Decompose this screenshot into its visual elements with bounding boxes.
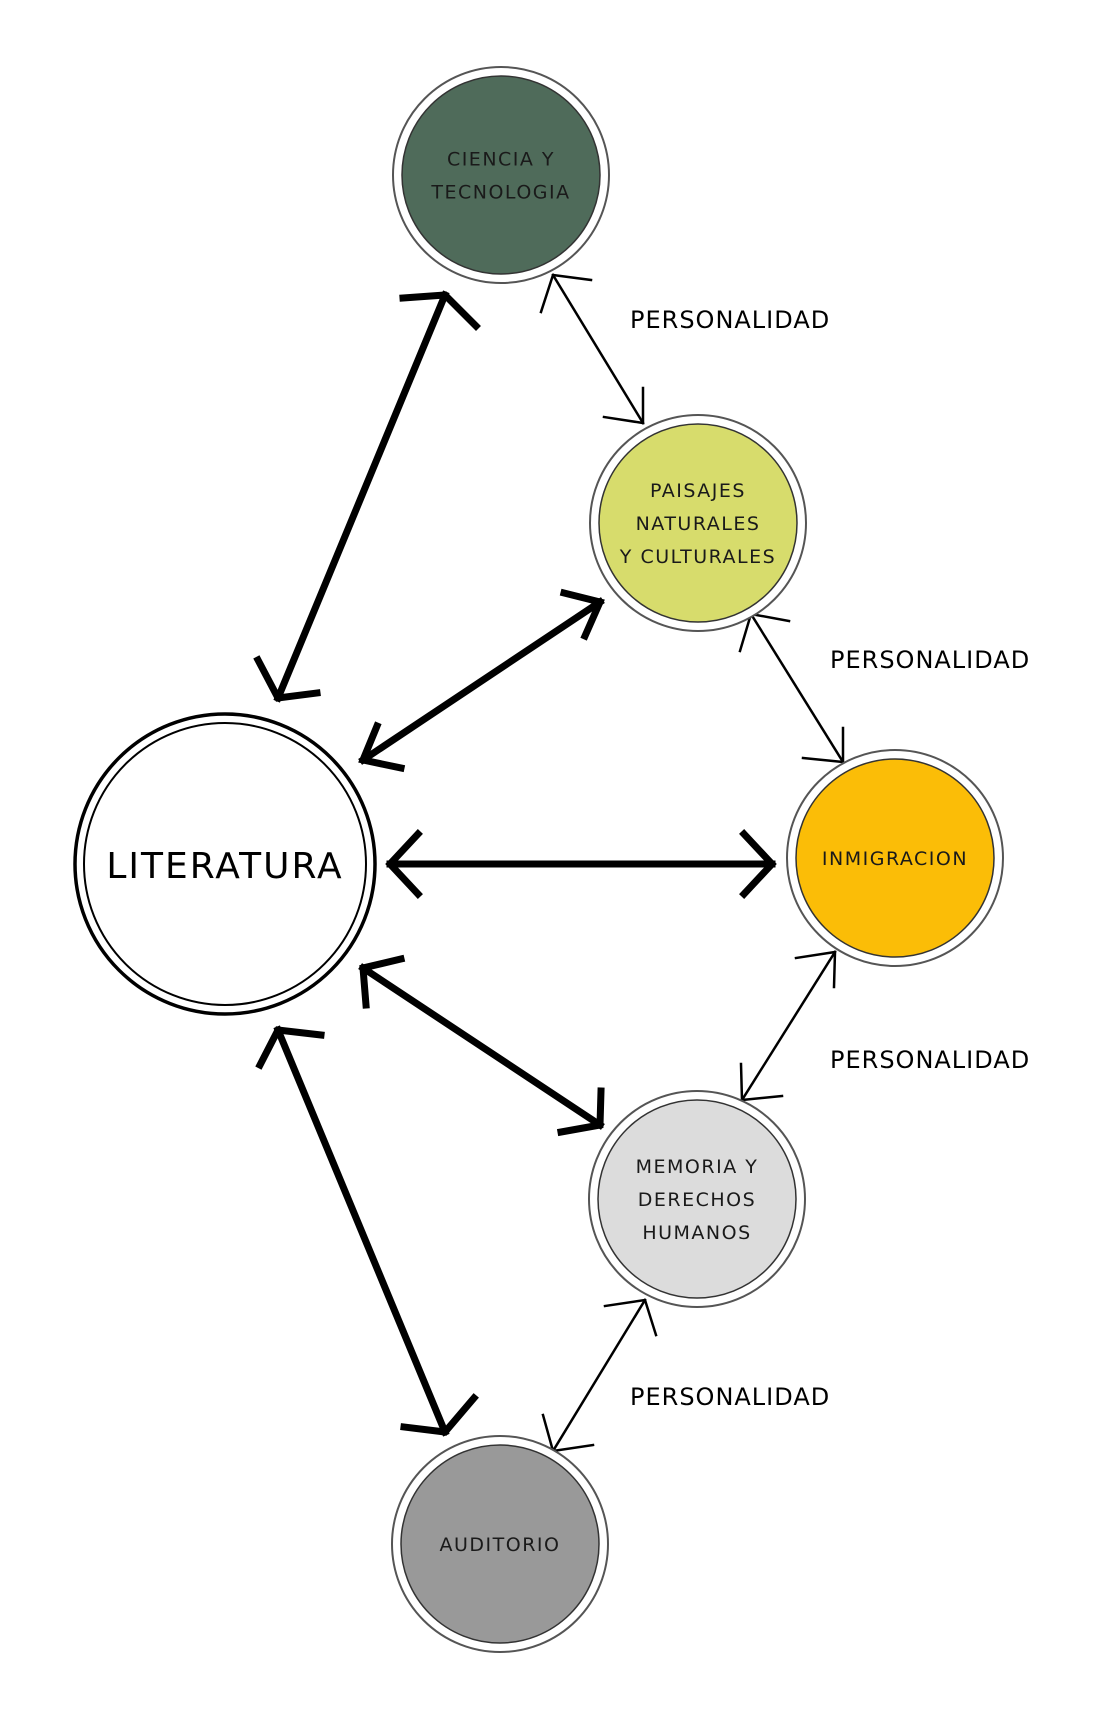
node-paisajes-naturales-culturales-label: PAISAJES NATURALES Y CULTURALES xyxy=(619,480,776,568)
arrow-literatura-auditorio xyxy=(255,1025,479,1437)
arrow-inmigracion-memoria xyxy=(739,950,837,1102)
node-ciencia-tecnologia: CIENCIA Y TECNOLOGIA xyxy=(392,66,610,284)
link-label-inmigracion-memoria: PERSONALIDAD xyxy=(830,1046,1030,1074)
node-inmigracion: INMIGRACION xyxy=(786,749,1004,967)
arrow-ciencia-paisajes xyxy=(539,273,645,425)
arrow-literatura-ciencia xyxy=(253,290,481,703)
node-literatura-label: LITERATURA xyxy=(106,846,343,887)
literatura-arrows xyxy=(253,290,777,1437)
node-label-line: AUDITORIO xyxy=(440,1534,561,1556)
arrow-paisajes-inmigracion xyxy=(738,612,845,764)
node-ciencia-tecnologia-label: CIENCIA Y TECNOLOGIA xyxy=(430,149,570,204)
node-label-line: CIENCIA Y xyxy=(447,149,555,171)
node-paisajes-naturales-culturales: PAISAJES NATURALES Y CULTURALES xyxy=(589,414,807,632)
arrow-memoria-auditorio xyxy=(541,1298,658,1453)
node-label-line: NATURALES xyxy=(636,513,761,535)
node-label-line: TECNOLOGIA xyxy=(430,182,570,204)
node-memoria-derechos-humanos: MEMORIA Y DERECHOS HUMANOS xyxy=(588,1090,806,1308)
node-label-line: Y CULTURALES xyxy=(619,546,776,568)
link-label-ciencia-paisajes: PERSONALIDAD xyxy=(630,306,830,334)
node-label-line: DERECHOS xyxy=(638,1189,756,1211)
node-label-line: HUMANOS xyxy=(642,1222,751,1244)
node-label-line: INMIGRACION xyxy=(822,848,968,870)
link-label-memoria-auditorio: PERSONALIDAD xyxy=(630,1383,830,1411)
node-auditorio-label: AUDITORIO xyxy=(440,1534,561,1556)
arrow-literatura-inmigracion xyxy=(385,829,777,899)
node-auditorio: AUDITORIO xyxy=(391,1435,609,1653)
personalidad-arrows xyxy=(539,273,845,1453)
arrow-literatura-paisajes xyxy=(358,588,605,773)
node-memoria-derechos-humanos-label: MEMORIA Y DERECHOS HUMANOS xyxy=(636,1156,759,1244)
node-inmigracion-label: INMIGRACION xyxy=(822,848,968,870)
node-label-line: MEMORIA Y xyxy=(636,1156,759,1178)
node-label-line: PAISAJES xyxy=(650,480,746,502)
node-literatura: LITERATURA xyxy=(73,712,377,1016)
arrow-literatura-memoria xyxy=(358,954,605,1137)
link-labels: PERSONALIDAD PERSONALIDAD PERSONALIDAD P… xyxy=(630,306,1030,1411)
link-label-paisajes-inmigracion: PERSONALIDAD xyxy=(830,646,1030,674)
